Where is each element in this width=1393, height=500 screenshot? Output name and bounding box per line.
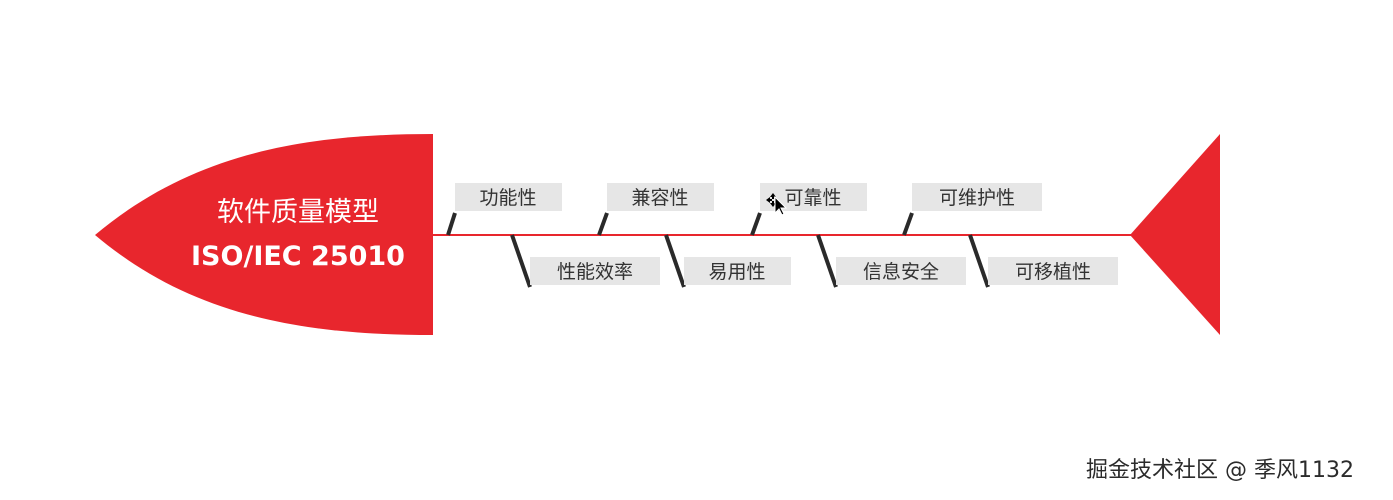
label-box bbox=[607, 183, 714, 211]
bone-line bbox=[664, 234, 686, 288]
cause-label-usability: 易用性 bbox=[708, 261, 765, 283]
lower-branch: 可移植性 bbox=[968, 234, 1118, 288]
diagram-title: 软件质量模型 bbox=[217, 197, 379, 228]
label-box bbox=[912, 183, 1042, 211]
upper-branch: 可维护性 bbox=[902, 183, 1042, 236]
label-box bbox=[530, 257, 660, 285]
bone-line bbox=[510, 234, 532, 288]
label-box bbox=[684, 257, 791, 285]
lower-branch: 信息安全 bbox=[816, 234, 966, 288]
bone-line bbox=[597, 212, 609, 236]
cause-label-functionality: 功能性 bbox=[479, 187, 536, 209]
bone-line bbox=[750, 212, 762, 236]
label-box bbox=[836, 257, 966, 285]
cause-label-performance: 性能效率 bbox=[557, 261, 633, 283]
bone-line bbox=[902, 212, 914, 236]
lower-branch: 性能效率 bbox=[510, 234, 660, 288]
move-cursor-icon bbox=[766, 193, 788, 216]
fish-head bbox=[95, 134, 433, 335]
label-box bbox=[988, 257, 1118, 285]
label-box bbox=[455, 183, 562, 211]
fish-tail bbox=[1130, 134, 1220, 335]
lower-branch: 易用性 bbox=[664, 234, 791, 288]
bone-line bbox=[816, 234, 838, 288]
cause-label-security: 信息安全 bbox=[863, 261, 939, 283]
upper-branch: 兼容性 bbox=[597, 183, 714, 236]
diagram-subtitle: ISO/IEC 25010 bbox=[191, 241, 405, 272]
upper-branch: 功能性 bbox=[446, 183, 562, 236]
cause-label-compatibility: 兼容性 bbox=[631, 187, 688, 209]
cause-label-maintainability: 可维护性 bbox=[939, 187, 1015, 209]
bone-line bbox=[446, 212, 457, 236]
bone-line bbox=[968, 234, 990, 288]
cause-label-portability: 可移植性 bbox=[1015, 261, 1091, 283]
upper-branch: 可靠性 bbox=[750, 183, 867, 236]
cause-label-reliability: 可靠性 bbox=[784, 187, 841, 209]
watermark-text: 掘金技术社区 @ 季风1132 bbox=[1086, 458, 1354, 483]
